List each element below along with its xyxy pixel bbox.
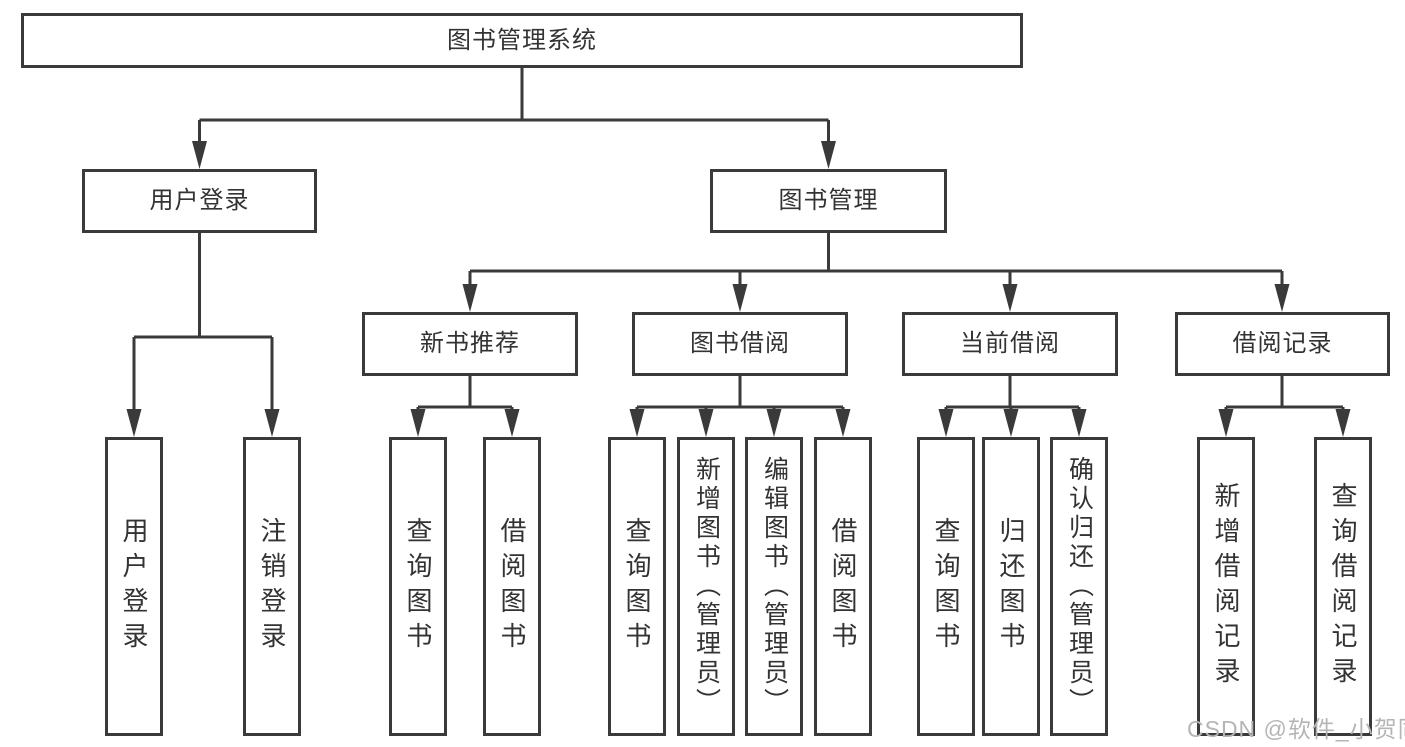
leaf-confirm-return-admin: 确认归还（管理员） bbox=[1050, 437, 1108, 736]
leaf-borrow-books-borrow: 借阅图书 bbox=[814, 437, 872, 736]
leaf-query-books-recommend: 查询图书 bbox=[389, 437, 447, 736]
leaf-return-books: 归还图书 bbox=[982, 437, 1040, 736]
node-borrowing-records: 借阅记录 bbox=[1175, 312, 1390, 376]
node-new-book-recommendation: 新书推荐 bbox=[362, 312, 578, 376]
node-current-borrowing: 当前借阅 bbox=[902, 312, 1118, 376]
leaf-logout: 注销登录 bbox=[243, 437, 301, 736]
node-root: 图书管理系统 bbox=[21, 13, 1023, 68]
leaf-query-borrow-record: 查询借阅记录 bbox=[1314, 437, 1372, 736]
leaf-add-books-admin: 新增图书（管理员） bbox=[677, 437, 735, 736]
leaf-user-login: 用户登录 bbox=[105, 437, 163, 736]
arrowheads bbox=[126, 141, 1351, 437]
node-book-management: 图书管理 bbox=[710, 169, 947, 233]
node-user-login: 用户登录 bbox=[82, 169, 317, 233]
leaf-add-borrow-record: 新增借阅记录 bbox=[1197, 437, 1255, 736]
csdn-watermark: CSDN @软件_小贺同学 bbox=[1187, 716, 1405, 742]
leaf-edit-books-admin: 编辑图书（管理员） bbox=[745, 437, 803, 736]
leaf-borrow-books-recommend: 借阅图书 bbox=[483, 437, 541, 736]
node-book-borrowing: 图书借阅 bbox=[632, 312, 848, 376]
leaf-query-books-borrow: 查询图书 bbox=[608, 437, 666, 736]
leaf-query-books-current: 查询图书 bbox=[917, 437, 975, 736]
